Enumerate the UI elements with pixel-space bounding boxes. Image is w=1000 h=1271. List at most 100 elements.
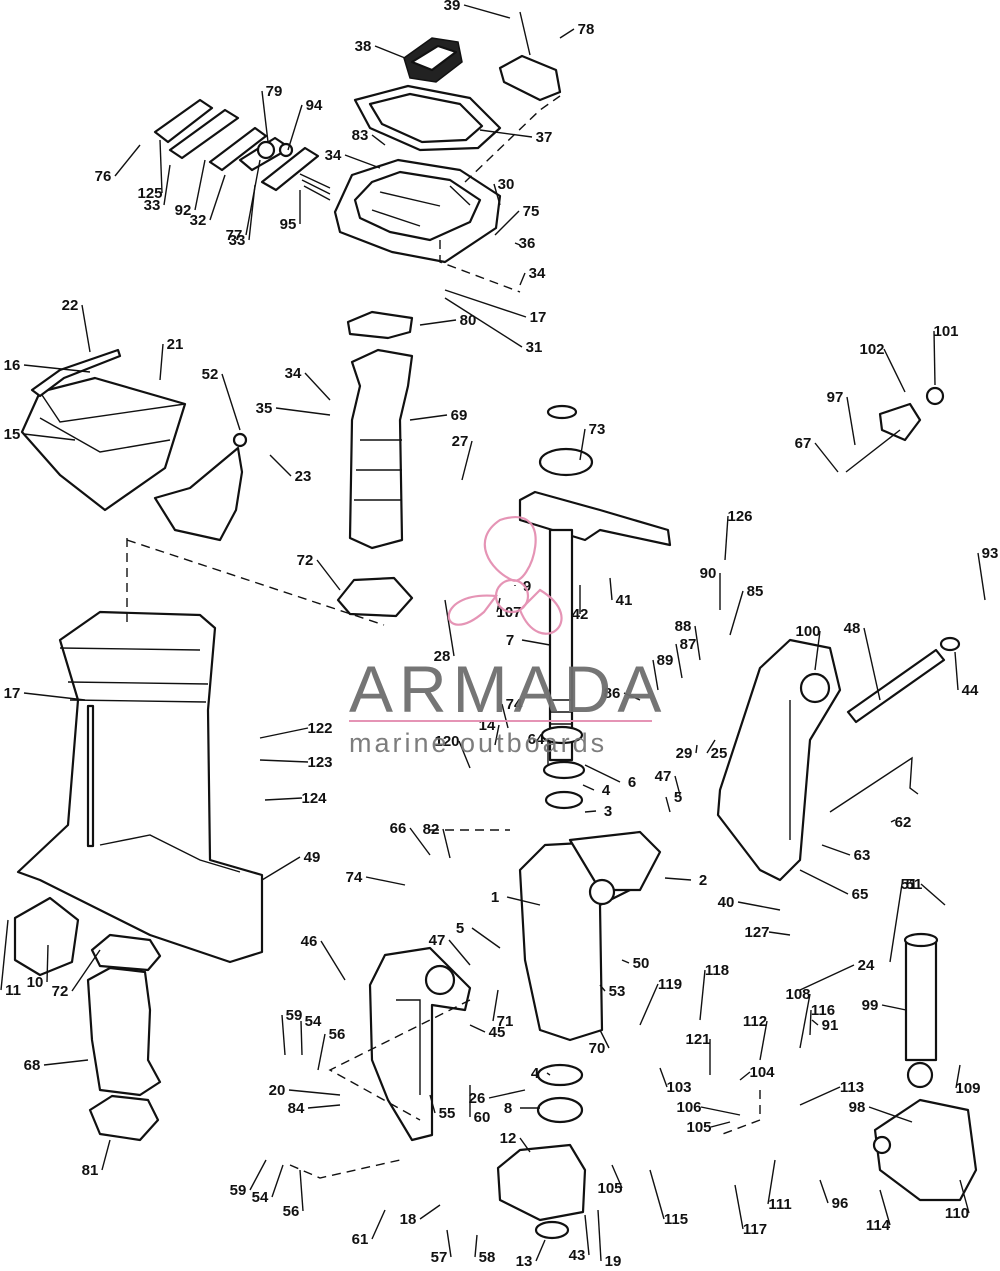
leader-11 [0, 919, 9, 991]
callout-69: 69 [451, 407, 468, 424]
callout-43: 43 [569, 1247, 586, 1264]
callout-11: 11 [5, 982, 21, 999]
callout-48: 48 [844, 620, 861, 637]
leader-79 [261, 90, 269, 143]
leader-17 [23, 692, 86, 701]
callout-9: 9 [523, 578, 531, 595]
leader-118 [699, 969, 706, 1021]
clamp-bracket-right [716, 638, 842, 882]
callout-115: 115 [664, 1211, 688, 1228]
callout-17: 17 [4, 685, 21, 702]
leader-74 [365, 876, 406, 886]
callout-63: 63 [854, 847, 871, 864]
leader-22 [81, 304, 91, 353]
callout-54: 54 [305, 1013, 322, 1030]
callout-68: 68 [24, 1057, 41, 1074]
leader-109 [955, 1064, 961, 1089]
leader-13 [535, 1239, 546, 1262]
part-callouts: 1234455678910111213141516171718192021222… [4, 0, 999, 1270]
callout-leader-lines [0, 4, 986, 1262]
callout-66: 66 [390, 820, 407, 837]
terminal-block-group [153, 98, 331, 201]
leader-54 [271, 1164, 284, 1198]
assembly-guide-lines [126, 95, 761, 1179]
leader-114 [879, 1189, 891, 1226]
callout-87: 87 [680, 636, 697, 653]
leader-88 [694, 625, 701, 661]
callout-21: 21 [167, 336, 184, 353]
watermark-flower-logo [447, 516, 563, 635]
callout-8: 8 [504, 1100, 512, 1117]
callout-125: 125 [137, 185, 162, 202]
callout-5: 5 [456, 920, 464, 937]
callout-120: 120 [434, 733, 459, 750]
leader-39 [463, 4, 511, 19]
callout-53: 53 [609, 983, 626, 1000]
callout-20: 20 [269, 1082, 286, 1099]
callout-15: 15 [4, 426, 21, 443]
callout-46: 46 [301, 933, 318, 950]
leader-27 [461, 440, 473, 481]
leader-59 [249, 1159, 267, 1191]
leader-92 [194, 159, 206, 211]
upper-mount-cover [333, 37, 562, 264]
leader-66 [409, 827, 431, 856]
callout-124: 124 [301, 790, 327, 807]
callout-117: 117 [743, 1221, 767, 1238]
callout-38: 38 [355, 38, 372, 55]
leader-101 [933, 330, 936, 386]
callout-118: 118 [705, 962, 729, 979]
callout-27: 27 [452, 433, 469, 450]
leader-105 [710, 1121, 731, 1128]
leader-111 [767, 1159, 776, 1205]
leader-116 [809, 1009, 812, 1036]
leader-93 [977, 552, 986, 601]
leader-74 [501, 703, 509, 729]
callout-99: 99 [862, 997, 879, 1014]
callout-65: 65 [852, 886, 869, 903]
callout-10: 10 [27, 974, 44, 991]
callout-123: 123 [307, 754, 332, 771]
leader-112 [759, 1020, 768, 1061]
leader-37 [479, 129, 533, 138]
callout-112: 112 [743, 1013, 767, 1030]
callout-92: 92 [175, 202, 192, 219]
leader-81 [101, 1139, 111, 1171]
leader-10 [46, 944, 49, 983]
leader-87 [675, 643, 683, 679]
callout-64: 64 [528, 731, 545, 748]
callout-111: 111 [768, 1196, 791, 1213]
callout-105: 105 [686, 1119, 711, 1136]
callout-32: 32 [190, 212, 207, 229]
exhaust-housing [336, 310, 414, 618]
lower-swivel-group [496, 1063, 587, 1240]
callout-34: 34 [529, 265, 546, 282]
leader-3 [584, 810, 597, 813]
callout-61: 61 [352, 1231, 369, 1248]
leader-62 [890, 819, 896, 823]
leader-41 [609, 577, 613, 601]
callout-13: 13 [516, 1253, 533, 1270]
callout-33: 33 [144, 197, 161, 214]
leader-4 [582, 784, 595, 791]
leader-124 [264, 797, 303, 801]
leader-56 [317, 1033, 326, 1071]
callout-86: 86 [604, 685, 621, 702]
callout-35: 35 [256, 400, 273, 417]
leader-34 [344, 154, 381, 169]
leader-34 [304, 372, 331, 401]
leader-6 [584, 764, 621, 783]
leader-40 [737, 901, 781, 911]
leader-48 [863, 627, 881, 701]
leader-30 [493, 183, 501, 206]
callout-60: 60 [474, 1109, 491, 1126]
leader-100 [814, 630, 821, 671]
leader-35 [275, 407, 331, 416]
callout-88: 88 [675, 618, 692, 635]
callout-19: 19 [605, 1253, 622, 1270]
callout-59: 59 [286, 1007, 303, 1024]
callout-96: 96 [832, 1195, 849, 1212]
leader-28 [444, 599, 455, 657]
leader-102 [883, 348, 906, 393]
tilt-lever [845, 386, 945, 473]
